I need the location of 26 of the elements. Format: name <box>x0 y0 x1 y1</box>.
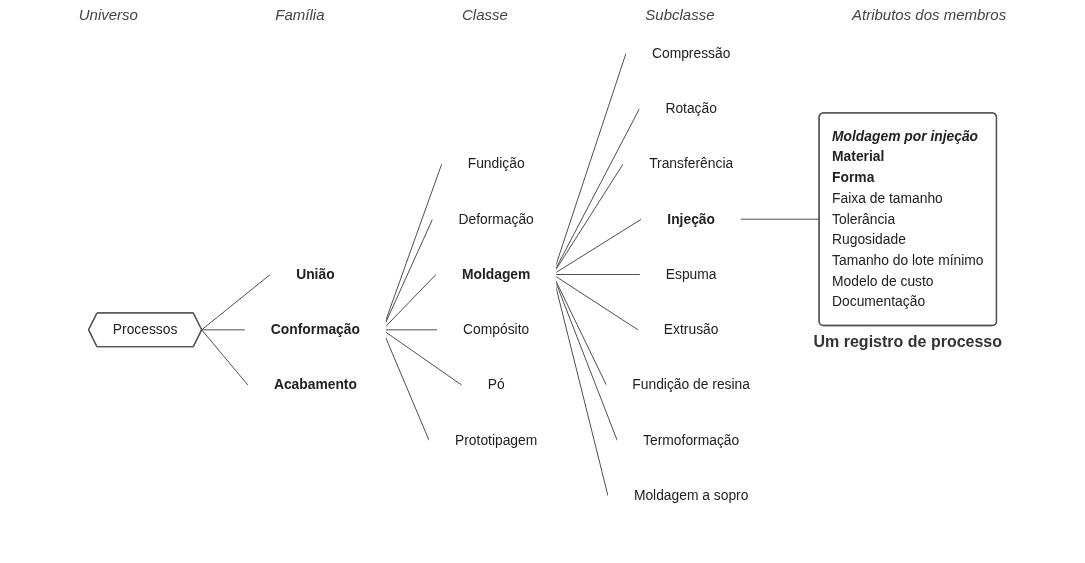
node-text: Transferência <box>649 156 734 171</box>
column-heading: Subclasse <box>645 6 715 23</box>
column-heading: Família <box>275 6 325 23</box>
column-heading: Classe <box>462 6 508 23</box>
connector <box>201 329 246 331</box>
node-text: Extrusão <box>663 322 719 337</box>
connector <box>201 274 271 331</box>
node-text: União <box>296 266 335 282</box>
column-heading: Atributos dos membros <box>852 6 1007 23</box>
brace-caption: Um registro de processo <box>813 333 1002 351</box>
node-text: Acabamento <box>273 377 357 393</box>
node-text: Prototipagem <box>455 432 538 448</box>
node-text: Moldagem a sopro <box>633 487 749 503</box>
node-text: Rotação <box>665 100 717 116</box>
node-text: Espuma <box>665 266 717 282</box>
node-text: Pó <box>487 377 505 393</box>
node-text: Fundição <box>467 156 525 171</box>
connector <box>201 329 249 386</box>
node-text: Injeção <box>667 211 715 227</box>
node-text: Compressão <box>651 45 731 61</box>
column-heading: Universo <box>78 6 138 23</box>
node-text: Fundição de resina <box>632 377 750 393</box>
node-text: Termoformação <box>643 432 740 448</box>
node-text: Deformação <box>458 211 534 227</box>
node-text: Conformação <box>270 322 360 337</box>
node-text: Compósito <box>463 322 530 337</box>
